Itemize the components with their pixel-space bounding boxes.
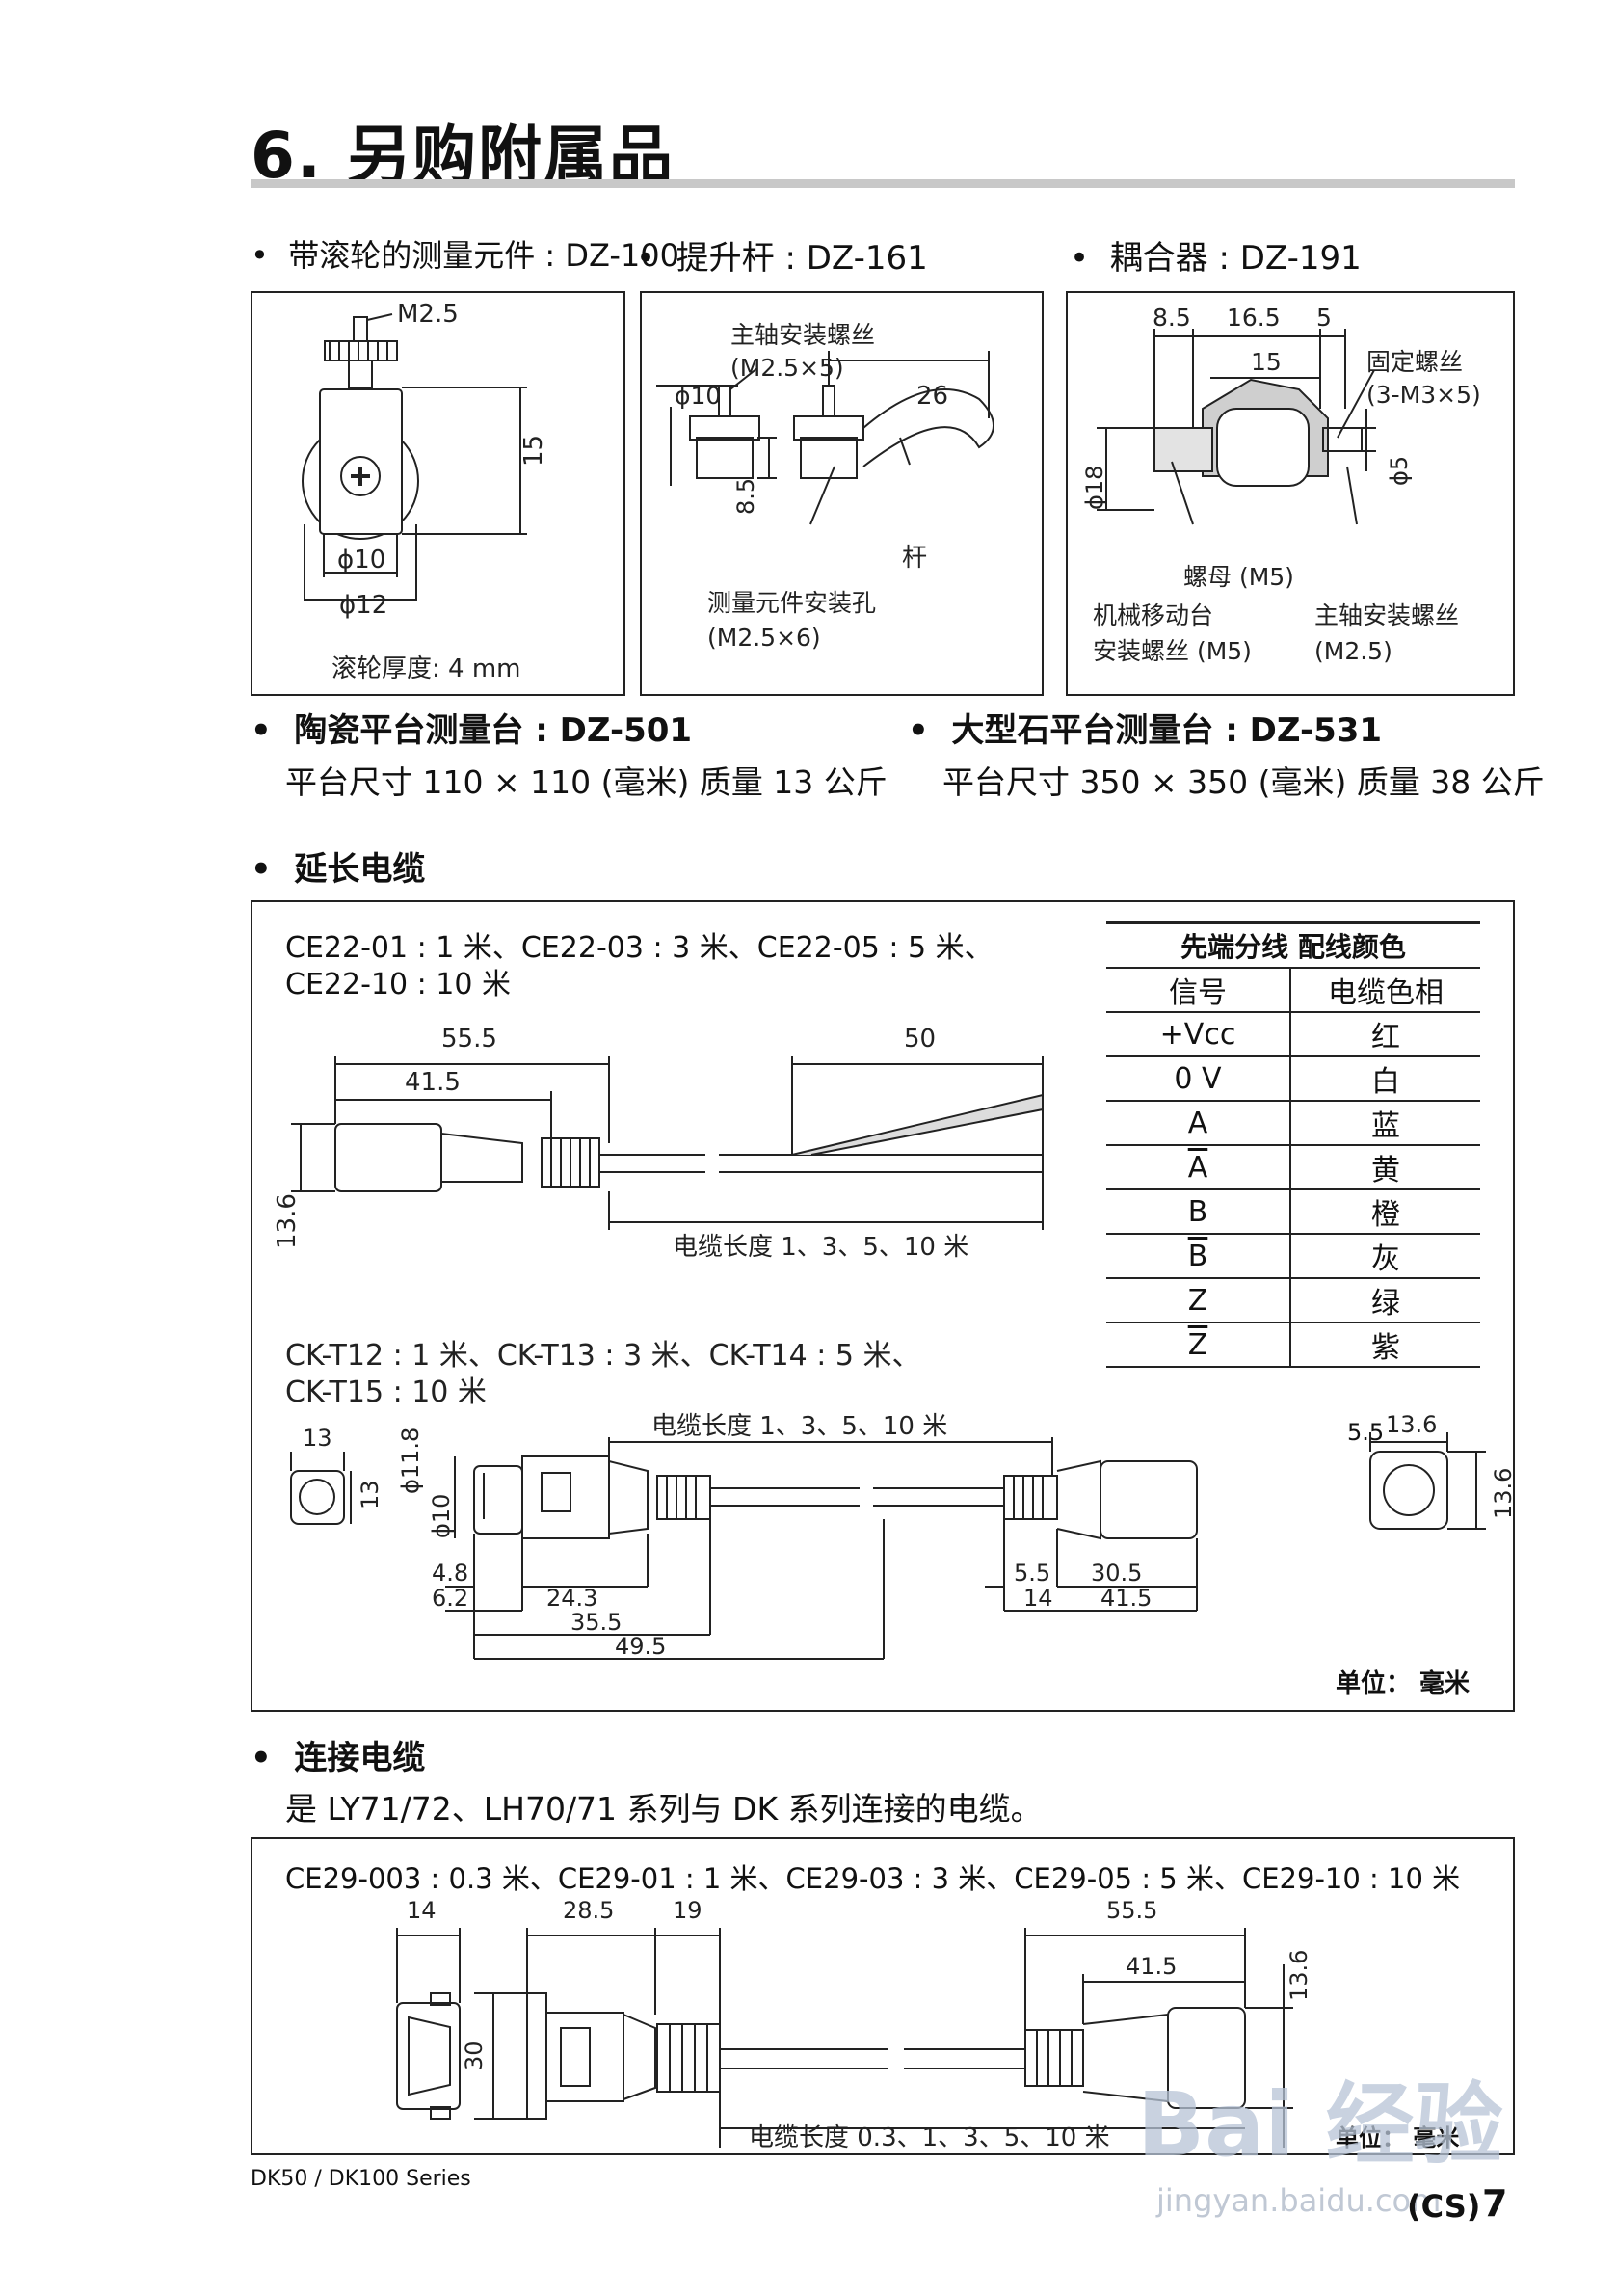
dz100-d15: 15 — [519, 435, 548, 467]
dz161-d85: 8.5 — [732, 478, 759, 515]
dz191-label: • 耦合器 : DZ-191 — [1070, 239, 1362, 278]
ckt-models-2: CK-T15 : 10 米 — [285, 1375, 487, 1409]
dz100-phi12: ϕ12 — [339, 591, 387, 620]
ce22-models-2: CE22-10 : 10 米 — [285, 968, 511, 1001]
conn-d285: 28.5 — [563, 1897, 614, 1924]
ckt-14: 14 — [1023, 1585, 1053, 1612]
dz531-label: • 大型石平台测量台 : DZ-531 — [908, 711, 1383, 750]
conn-d30: 30 — [461, 2041, 488, 2070]
ckt-phi10: ϕ10 — [428, 1494, 455, 1538]
title-rule — [251, 179, 1515, 188]
ext-cable-drawing: 55.5 41.5 50 13.6 电缆长度 1、3、5、10 米 CK-T12… — [273, 1025, 1198, 1660]
conn-d555: 55.5 — [1106, 1897, 1157, 1924]
conn-cable-heading: • 连接电缆 — [251, 1739, 426, 1777]
dz501-desc: 平台尺寸 110 × 110 (毫米) 质量 13 公斤 — [285, 763, 888, 801]
ext-cable-heading: • 延长电缆 — [251, 850, 426, 889]
ext-cable-len: 电缆长度 1、3、5、10 米 — [673, 1233, 968, 1262]
footer-lang: (CS) — [1407, 2188, 1481, 2225]
ckt-305: 30.5 — [1091, 1560, 1142, 1587]
dz191-d15: 15 — [1251, 348, 1282, 376]
ext-cable-box: CE22-01 : 1 米、CE22-03 : 3 米、CE22-05 : 5 … — [251, 900, 1515, 1712]
conn-d14: 14 — [407, 1897, 437, 1924]
ckt-495: 49.5 — [615, 1633, 666, 1660]
dz531-desc: 平台尺寸 350 × 350 (毫米) 质量 38 公斤 — [942, 763, 1545, 801]
conn-unit: 单位： 毫米 — [1336, 2124, 1460, 2151]
conn-cable-drawing: 14 28.5 19 55.5 41.5 13.6 30 电缆长度 0.3、1、… — [396, 1897, 1312, 2152]
dz100-figure: M2.5 15 ϕ10 ϕ12 滚轮厚度: 4 mm — [251, 291, 625, 696]
ckt-13: 13 — [303, 1425, 332, 1452]
dz191-phi18: ϕ18 — [1081, 466, 1108, 510]
dz191-stage2: 安装螺丝 (M5) — [1093, 637, 1252, 665]
conn-d19: 19 — [673, 1897, 702, 1924]
dz191-d165: 16.5 — [1227, 304, 1281, 332]
dz161-figure: 主轴安装螺丝 (M2.5×5) ϕ10 26 8.5 杆 测量元件安装孔 (M2… — [640, 291, 1044, 696]
ce29-models: CE29-003 : 0.3 米、CE29-01 : 1 米、CE29-03 :… — [285, 1862, 1461, 1895]
footer-series: DK50 / DK100 Series — [251, 2167, 471, 2191]
ckt-models-1: CK-T12 : 1 米、CK-T13 : 3 米、CK-T14 : 5 米、 — [285, 1339, 921, 1373]
dz191-nut: 螺母 (M5) — [1183, 563, 1294, 591]
ckt-62: 6.2 — [432, 1585, 468, 1612]
conn-d136: 13.6 — [1286, 1950, 1312, 2001]
conn-cable-desc: 是 LY71/72、LH70/71 系列与 DK 系列连接的电缆。 — [285, 1790, 1043, 1828]
ckt-243: 24.3 — [546, 1585, 597, 1612]
ckt-415: 41.5 — [1100, 1585, 1152, 1612]
dz161-screw: 主轴安装螺丝 — [730, 321, 875, 349]
dz161-label: • 提升杆 : DZ-161 — [636, 239, 928, 278]
ckt-136v: 13.6 — [1490, 1468, 1515, 1519]
dz191-stage1: 机械移动台 — [1093, 601, 1213, 629]
ext-unit: 单位： 毫米 — [1336, 1669, 1471, 1698]
ext-d50: 50 — [904, 1025, 936, 1054]
dz191-d85: 8.5 — [1153, 304, 1191, 332]
table-title: 先端分线 配线颜色 — [1106, 922, 1480, 969]
watermark-logo: Bai 经验 — [1137, 2073, 1503, 2176]
dz191-phi5: ϕ5 — [1386, 456, 1413, 486]
ckt-end-view: 13.6 13.6 — [1369, 1411, 1515, 1530]
ckt-cable-len: 电缆长度 1、3、5、10 米 — [651, 1412, 947, 1441]
ckt-13v: 13 — [357, 1480, 384, 1509]
conn-cable-box: CE29-003 : 0.3 米、CE29-01 : 1 米、CE29-03 :… — [251, 1837, 1515, 2155]
watermark-url: jingyan.baidu.com — [1156, 2182, 1442, 2219]
conn-cable-len: 电缆长度 0.3、1、3、5、10 米 — [749, 2123, 1110, 2152]
conn-d415: 41.5 — [1126, 1953, 1177, 1980]
ckt-355: 35.5 — [570, 1609, 622, 1636]
dz161-rod: 杆 — [902, 544, 927, 573]
ext-d415: 41.5 — [405, 1068, 461, 1097]
footer-page-number: 7 — [1482, 2182, 1508, 2225]
dz100-label: • 带滚轮的测量元件 : DZ-100 — [251, 237, 679, 274]
dz191-spindle: 主轴安装螺丝 — [1314, 601, 1459, 629]
dz100-phi10: ϕ10 — [337, 546, 385, 574]
dz191-fix: 固定螺丝 — [1366, 348, 1463, 376]
dz161-hole-spec: (M2.5×6) — [707, 624, 821, 652]
ckt-55a: 5.5 — [1014, 1560, 1050, 1587]
dz501-label: • 陶瓷平台测量台 : DZ-501 — [251, 711, 693, 750]
ckt-118: ϕ11.8 — [397, 1428, 424, 1494]
ckt-48: 4.8 — [432, 1560, 468, 1587]
ckt-136: 13.6 — [1386, 1411, 1437, 1438]
dz100-thickness: 滚轮厚度: 4 mm — [331, 654, 521, 683]
dz100-m25: M2.5 — [397, 300, 459, 329]
dz161-d26: 26 — [916, 382, 948, 411]
dz191-spindle-spec: (M2.5) — [1314, 637, 1392, 665]
ce22-models-1: CE22-01 : 1 米、CE22-03 : 3 米、CE22-05 : 5 … — [285, 931, 994, 965]
dz191-fix-spec: (3-M3×5) — [1366, 381, 1481, 409]
ext-d555: 55.5 — [441, 1025, 497, 1054]
dz161-hole: 测量元件安装孔 — [707, 589, 876, 617]
col-color: 电缆色相 — [1290, 968, 1480, 1013]
dz191-d5: 5 — [1316, 304, 1332, 332]
col-signal: 信号 — [1106, 968, 1291, 1013]
ext-d136: 13.6 — [273, 1193, 302, 1249]
dz191-figure: 8.5 16.5 5 15 固定螺丝 (3-M3×5) ϕ18 ϕ5 螺母 (M… — [1066, 291, 1515, 696]
dz161-phi10: ϕ10 — [675, 382, 721, 410]
dz161-screw-spec: (M2.5×5) — [730, 354, 844, 382]
